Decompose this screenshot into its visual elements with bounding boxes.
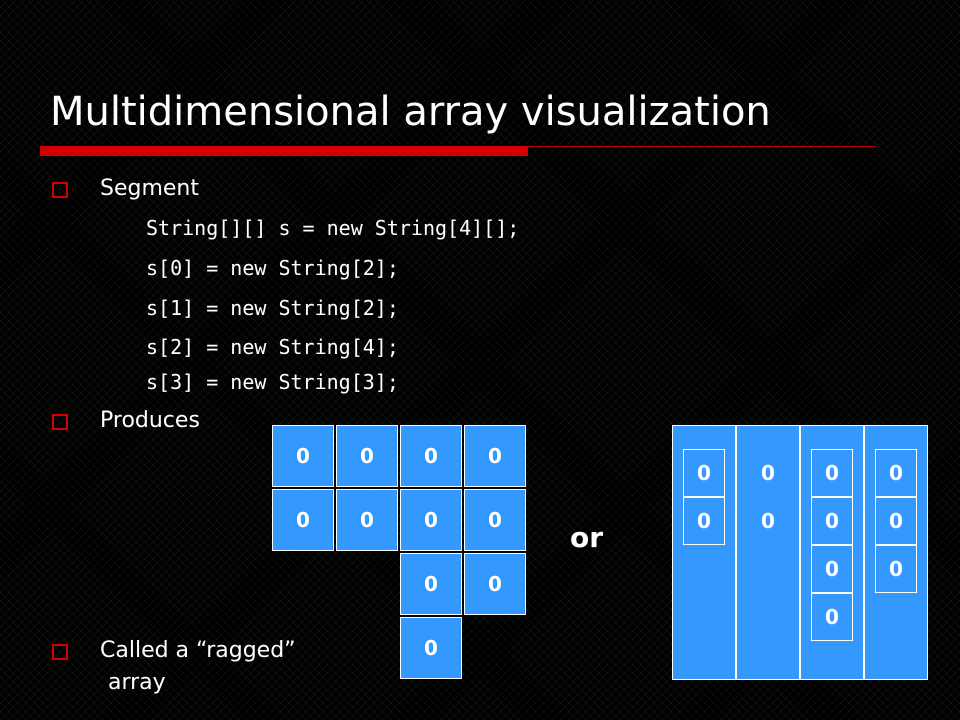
array-cell: 0 (272, 489, 334, 551)
bullet-segment: Segment (52, 174, 199, 204)
array-cell: 0 (464, 489, 526, 551)
array-cell: 0 (400, 489, 462, 551)
array-cell: 0 (683, 449, 725, 497)
array-cell: 0 (811, 449, 853, 497)
or-label: or (570, 521, 604, 554)
bullet-ragged-line2: array (108, 670, 166, 695)
array-cell: 0 (747, 449, 789, 497)
array-cell: 0 (811, 545, 853, 593)
array-cell: 0 (875, 497, 917, 545)
code-line-5: s[3] = new String[3]; (146, 370, 399, 394)
code-line-1: String[][] s = new String[4][]; (146, 216, 520, 240)
array-cell: 0 (464, 553, 526, 615)
bullet-box-icon (52, 182, 68, 198)
array-cell: 0 (811, 593, 853, 641)
code-line-4: s[2] = new String[4]; (146, 335, 399, 359)
array-cell: 0 (272, 425, 334, 487)
array-column (672, 425, 736, 680)
array-cell: 0 (464, 425, 526, 487)
bullet-segment-text: Segment (100, 176, 199, 201)
array-cell: 0 (336, 489, 398, 551)
bullet-ragged-text-line1: Called a “ragged” (100, 638, 296, 663)
bullet-ragged: Called a “ragged” (52, 636, 296, 666)
bullet-produces: Produces (52, 406, 200, 436)
bullet-produces-text: Produces (100, 408, 200, 433)
array-cell: 0 (875, 449, 917, 497)
array-cell: 0 (400, 617, 462, 679)
code-line-2: s[0] = new String[2]; (146, 256, 399, 280)
title-underline (40, 144, 876, 156)
code-line-3: s[1] = new String[2]; (146, 296, 399, 320)
page-title: Multidimensional array visualization (50, 89, 771, 135)
bullet-box-icon (52, 644, 68, 660)
array-cell: 0 (747, 497, 789, 545)
array-cell: 0 (875, 545, 917, 593)
array-cell: 0 (811, 497, 853, 545)
array-cell: 0 (336, 425, 398, 487)
array-cell: 0 (400, 425, 462, 487)
bullet-box-icon (52, 414, 68, 430)
array-cell: 0 (683, 497, 725, 545)
title-underline-thick (40, 146, 528, 156)
array-cell: 0 (400, 553, 462, 615)
